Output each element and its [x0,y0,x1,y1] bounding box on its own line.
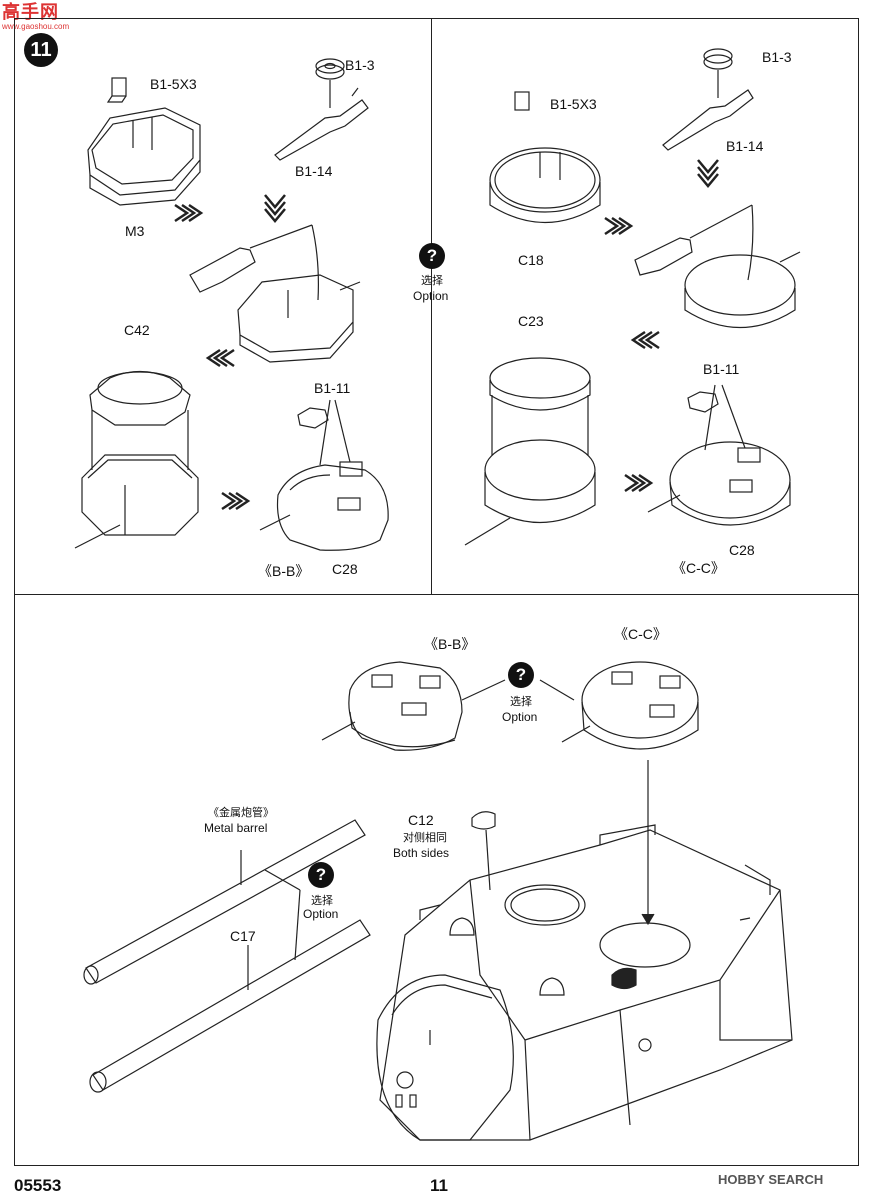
b-b-turret-option [321,661,463,751]
option-connector-lines [461,679,655,926]
watermark-url: www.gaoshou.com [2,22,70,31]
label-variant-b-b: 《B-B》 [258,563,310,579]
assembly-arrows-1 [174,194,286,511]
label-both-sides-en: Both sides [393,846,450,860]
b1-11-hatch-part-2 [687,391,719,413]
label-c23: C23 [518,313,544,329]
label-variant-b-b-option: 《B-B》 [424,636,476,652]
mount-with-gun-assembled [189,224,361,363]
b1-14-machine-gun-part-2 [662,70,754,151]
watermark-logo: 高手网 www.gaoshou.com [2,2,74,32]
option-top-cn: 选择 [510,696,532,708]
b1-3-ring-part-2 [703,48,733,70]
footer-source-watermark: HOBBY SEARCH [718,1172,824,1187]
label-b1-3: B1-3 [345,57,375,73]
label-m3: M3 [125,223,145,239]
option-top-question-icon: ? [508,662,534,688]
label-b1-5x3-2: B1-5X3 [550,96,597,112]
m3-octagon-mount [87,107,201,206]
option-barrel-question-icon: ? [308,862,334,888]
label-c18: C18 [518,252,544,268]
c-c-turret-result [647,384,791,526]
b1-11-hatch-part [297,407,329,429]
label-b1-5x3: B1-5X3 [150,76,197,92]
hull-grab-handles [419,904,751,1045]
c18-round-mount [489,147,601,224]
c17-barrel-part [89,869,371,1093]
m3-mount-with-ring [74,454,199,549]
label-c12: C12 [408,812,434,828]
label-b1-3-2: B1-3 [762,49,792,65]
tank-hull-turret-base [376,824,793,1141]
label-b1-11-2: B1-11 [703,361,740,377]
c18-mount-with-ring [464,439,596,546]
c23-ring-part [489,357,591,455]
option-divider-cn: 选择 [421,275,443,287]
watermark-brand: 高手网 [2,2,59,22]
label-b1-14-2: B1-14 [726,138,764,154]
b1-5-clip-part-2 [514,91,530,111]
footer-product-code: 05553 [14,1176,62,1195]
step-number-badge: 11 [24,33,58,67]
label-c28-2: C28 [729,542,755,558]
label-metal-barrel-en: Metal barrel [204,821,268,835]
footer-page-number: 11 [430,1176,448,1195]
c-c-turret-option [561,661,699,750]
c12-cap-part [471,811,496,891]
option-top-en: Option [502,710,538,724]
label-b1-14: B1-14 [295,163,333,179]
option-barrel-en: Option [303,907,339,921]
round-mount-with-gun [634,204,801,329]
panel-turret-assembly [14,594,859,1166]
assembly-arrows-2 [604,159,719,493]
c42-ring-part [89,370,191,470]
label-c28: C28 [332,561,358,577]
label-c17: C17 [230,928,256,944]
label-b1-11: B1-11 [314,380,351,396]
metal-barrel-part [83,819,366,985]
b1-14-machine-gun-part [274,80,369,161]
option-barrel-cn: 选择 [311,895,333,907]
label-metal-barrel-cn: 《金属炮管》 [208,807,274,819]
b-b-turret-result [259,399,389,551]
label-both-sides-cn: 对侧相同 [403,832,447,844]
label-c42: C42 [124,322,150,338]
option-divider-en: Option [413,289,449,303]
b1-5-clip-part [106,77,127,103]
label-variant-c-c: 《C-C》 [672,560,725,576]
option-question-icon: ? [419,243,445,269]
b1-3-ring-part [315,58,345,80]
label-variant-c-c-option: 《C-C》 [614,626,667,642]
